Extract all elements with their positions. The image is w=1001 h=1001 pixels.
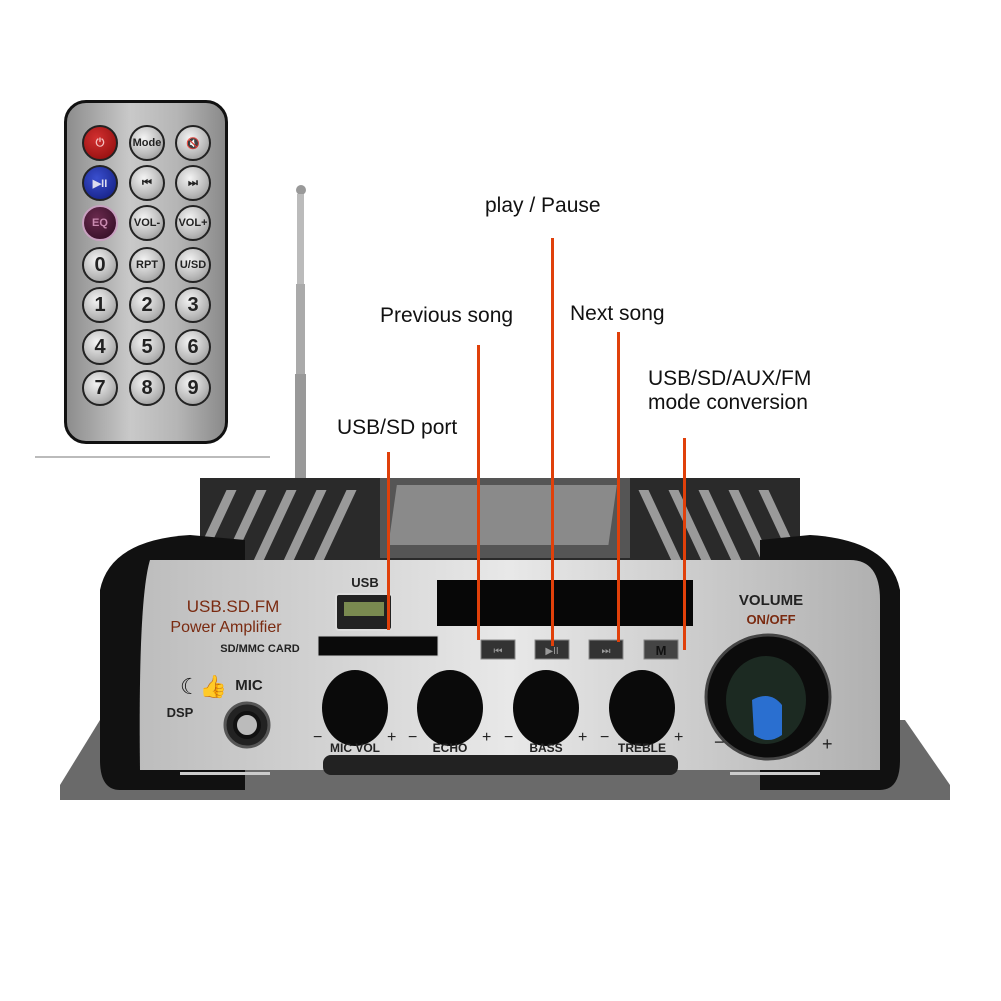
- usb-port-contacts: [344, 602, 384, 616]
- knob-bass[interactable]: BASS − +: [504, 670, 587, 755]
- remote-button-vol-up[interactable]: VOL+: [175, 205, 211, 241]
- divider: [35, 456, 270, 458]
- annotation-mode-line-1: USB/SD/AUX/FM: [648, 367, 812, 390]
- dsp-label: DSP: [167, 705, 194, 720]
- pointer-usb-sd-port: [387, 452, 390, 630]
- knob-label: TREBLE: [618, 741, 666, 755]
- remote-button-vol-down[interactable]: VOL-: [129, 205, 165, 241]
- remote-button-7[interactable]: 7: [82, 370, 118, 406]
- remote-button-next[interactable]: ⏭: [175, 165, 211, 201]
- annotation-mode-line-2: mode conversion: [648, 391, 808, 414]
- knob-label: BASS: [529, 741, 562, 755]
- knob-echo[interactable]: ECHO − +: [408, 670, 491, 755]
- knob-minus: −: [408, 729, 417, 746]
- remote-button-eq[interactable]: EQ: [82, 205, 118, 241]
- remote-button-5[interactable]: 5: [129, 329, 165, 365]
- remote-button-6[interactable]: 6: [175, 329, 211, 365]
- volume-knob-indicator: [752, 696, 782, 740]
- svg-text:▶II: ▶II: [545, 646, 558, 657]
- pointer-next-song: [617, 332, 620, 642]
- annotation-previous-song: Previous song: [380, 304, 514, 327]
- pointer-previous-song: [477, 345, 480, 640]
- mode-button[interactable]: M: [643, 639, 679, 660]
- volume-minus: −: [714, 732, 725, 752]
- volume-label: VOLUME: [739, 592, 803, 609]
- knob-label: MIC VOL: [330, 741, 380, 755]
- remote-button-8[interactable]: 8: [129, 370, 165, 406]
- next-button[interactable]: ⏭: [588, 639, 624, 660]
- brand-line-1: USB.SD.FM: [187, 597, 280, 616]
- remote-button-power[interactable]: ⏻: [82, 125, 118, 161]
- pointer-mode: [683, 438, 686, 650]
- knob-mic-vol[interactable]: MIC VOL− +: [313, 670, 396, 755]
- play-pause-button[interactable]: ▶II: [534, 639, 570, 660]
- knob-minus: −: [313, 729, 322, 746]
- antenna: [295, 185, 306, 484]
- knob-plus: +: [674, 729, 683, 746]
- foot-trim-left: [180, 772, 270, 775]
- knob-label: ECHO: [433, 741, 468, 755]
- brand-line-2: Power Amplifier: [170, 619, 282, 636]
- knob-plus: +: [578, 729, 587, 746]
- knob-treble[interactable]: TREBLE− +: [600, 670, 683, 755]
- svg-text:M: M: [656, 643, 667, 658]
- remote-button-usb-sd[interactable]: U/SD: [175, 247, 211, 283]
- on-off-label: ON/OFF: [746, 612, 795, 627]
- usb-label: USB: [351, 575, 378, 590]
- foot-trim-right: [730, 772, 820, 775]
- remote-button-previous[interactable]: ⏮: [129, 165, 165, 201]
- remote-button-play-pause[interactable]: ▶II: [82, 165, 118, 201]
- sd-card-slot[interactable]: [317, 635, 439, 657]
- annotation-usb-sd-port: USB/SD port: [337, 416, 458, 439]
- volume-knob[interactable]: [704, 633, 832, 761]
- remote-button-0[interactable]: 0: [82, 247, 118, 283]
- heat-sink: [193, 478, 802, 568]
- knob-minus: −: [600, 729, 609, 746]
- remote-button-mode[interactable]: Mode: [129, 125, 165, 161]
- prev-button[interactable]: ⏮: [480, 639, 516, 660]
- remote-button-4[interactable]: 4: [82, 329, 118, 365]
- pointer-play-pause: [551, 238, 554, 646]
- mic-label: MIC: [235, 677, 263, 694]
- led-display: [437, 580, 693, 626]
- remote-button-mute[interactable]: 🔇: [175, 125, 211, 161]
- sd-card-label: SD/MMC CARD: [220, 643, 299, 655]
- knob-plus: +: [387, 729, 396, 746]
- remote-button-9[interactable]: 9: [175, 370, 211, 406]
- mic-jack-ring: [233, 711, 261, 739]
- dsp-icon: ☾👍: [180, 674, 227, 699]
- remote-button-3[interactable]: 3: [175, 287, 211, 323]
- svg-text:⏮: ⏮: [494, 646, 503, 657]
- remote-button-1[interactable]: 1: [82, 287, 118, 323]
- remote-button-2[interactable]: 2: [129, 287, 165, 323]
- knob-minus: −: [504, 729, 513, 746]
- annotation-play-pause: play / Pause: [485, 194, 601, 217]
- volume-plus: +: [822, 734, 833, 754]
- annotation-next-song: Next song: [570, 302, 665, 325]
- svg-text:⏭: ⏭: [602, 646, 611, 657]
- knob-plus: +: [482, 729, 491, 746]
- speaker-grille: [323, 755, 678, 775]
- remote-button-repeat[interactable]: RPT: [129, 247, 165, 283]
